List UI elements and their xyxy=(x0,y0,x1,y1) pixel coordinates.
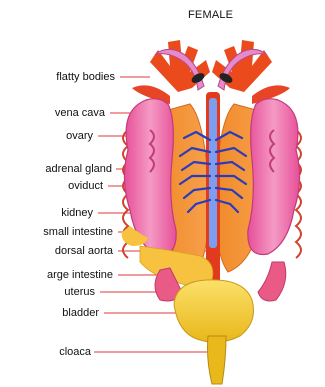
vena-cava xyxy=(209,98,217,248)
label-cloaca: cloaca xyxy=(59,346,91,358)
label-kidney: kidney xyxy=(61,207,93,219)
label-ovary: ovary xyxy=(66,130,93,142)
cloaca xyxy=(208,336,227,384)
label-small-intestine: small intestine xyxy=(43,226,113,238)
label-dorsal-aorta: dorsal aorta xyxy=(55,245,113,257)
label-oviduct: oviduct xyxy=(68,180,103,192)
label-flatty-bodies: flatty bodies xyxy=(56,71,115,83)
label-bladder: bladder xyxy=(62,307,99,319)
bladder xyxy=(174,280,254,342)
label-adrenal-gland: adrenal gland xyxy=(45,163,112,175)
label-uterus: uterus xyxy=(64,286,95,298)
label-large-intestine: arge intestine xyxy=(47,269,113,281)
label-vena-cava: vena cava xyxy=(55,107,105,119)
